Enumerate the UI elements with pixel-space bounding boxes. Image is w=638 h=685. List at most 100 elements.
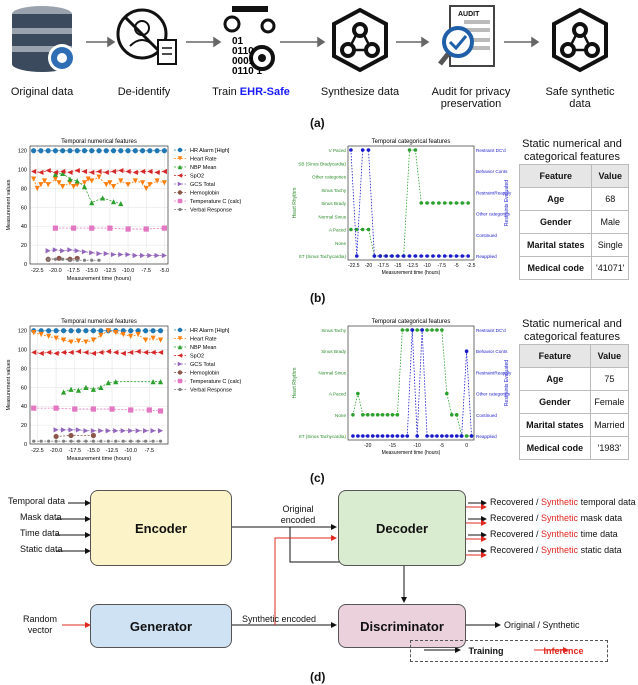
data-point	[445, 391, 449, 396]
data-point	[75, 348, 82, 355]
data-point	[46, 257, 50, 261]
series-line	[33, 330, 161, 343]
data-point	[356, 434, 360, 438]
y-tick-label: 40	[21, 224, 27, 230]
y-tick-label: None	[335, 241, 346, 246]
y2-tick-label: Reapplied	[476, 434, 497, 439]
data-point	[81, 148, 88, 154]
y-axis-label: Heart Rhythm	[292, 368, 298, 399]
data-point	[72, 406, 78, 412]
data-point	[98, 428, 104, 434]
data-point	[110, 251, 117, 258]
data-point	[177, 378, 183, 384]
data-point	[70, 225, 77, 231]
data-point	[415, 434, 419, 438]
y-tick-label: 80	[21, 186, 27, 192]
legend-entry: HR Alarm [High]	[190, 328, 230, 334]
data-point	[351, 434, 355, 438]
data-point	[157, 337, 164, 343]
data-point	[129, 439, 133, 443]
series-line	[352, 329, 472, 437]
data-point	[90, 406, 97, 412]
y-tick-label: 20	[21, 423, 27, 429]
data-point	[132, 252, 138, 259]
x-tick-label: -10	[414, 443, 421, 449]
y-tick-label: Normal Sinus	[318, 214, 346, 219]
data-point	[125, 226, 131, 232]
data-point	[143, 226, 149, 232]
data-point	[91, 439, 96, 443]
legend-entry: SpO2	[190, 174, 204, 180]
data-point	[90, 386, 97, 392]
plot-frame	[29, 325, 169, 445]
legend-entry: Heart Rate	[190, 337, 217, 343]
data-point	[60, 170, 66, 176]
y-tick-label: Sinus Brady	[321, 201, 346, 206]
table-c-value: '1983'	[589, 436, 630, 460]
series-line	[48, 257, 78, 260]
data-point	[70, 183, 77, 190]
data-point	[407, 148, 412, 152]
data-point	[81, 168, 88, 175]
legend-entry: Hemoglobin	[190, 371, 219, 377]
data-point	[89, 225, 95, 231]
data-point	[454, 201, 459, 205]
legend-entry: Verbal Response	[190, 388, 232, 394]
data-point	[90, 328, 97, 334]
data-point	[459, 434, 464, 438]
y-tick-label: A Paced	[329, 392, 347, 397]
data-point	[90, 258, 94, 262]
legend-entry: HR Alarm [High]	[190, 148, 230, 154]
data-point	[143, 337, 149, 343]
data-point	[83, 328, 89, 334]
data-point	[378, 254, 383, 258]
data-point	[425, 254, 429, 258]
data-point	[146, 407, 152, 413]
data-point	[464, 349, 469, 353]
chart-c-numerical: Temporal numerical features0204060801001…	[6, 319, 242, 462]
data-point	[150, 349, 156, 356]
y-tick-label: ST (Sinus Tachycardia)	[299, 434, 347, 439]
data-point	[114, 439, 118, 443]
data-point	[413, 148, 418, 152]
legend-entry: Temperature C (calc)	[190, 379, 242, 385]
data-point	[46, 333, 52, 339]
data-point	[177, 173, 183, 178]
table-b-key: Marital states	[518, 233, 593, 257]
data-point	[106, 439, 110, 443]
y-tick-label: 20	[21, 243, 27, 249]
data-point	[110, 183, 117, 190]
data-point	[61, 257, 65, 261]
data-point	[365, 413, 370, 417]
data-point	[75, 338, 82, 344]
data-point	[60, 337, 67, 343]
x-axis-label: Measurement time (hours)	[382, 450, 441, 456]
data-point	[31, 176, 37, 182]
data-point	[147, 182, 153, 188]
generator-box: Generator	[90, 604, 232, 648]
data-point	[45, 167, 51, 174]
data-point	[177, 164, 183, 170]
y-tick-label: A Paced	[329, 228, 347, 233]
legend-entry: GCS Total	[190, 182, 215, 188]
x-tick-label: -15	[389, 443, 396, 449]
data-point	[139, 168, 146, 175]
data-point	[440, 328, 444, 332]
table-b-key: Age	[518, 187, 593, 211]
data-point	[177, 156, 183, 161]
data-point	[118, 167, 124, 174]
x-tick-label: -5.0	[160, 268, 169, 274]
data-point	[52, 247, 59, 253]
data-point	[105, 428, 111, 434]
x-tick-label: -20	[364, 443, 371, 449]
data-point	[105, 328, 111, 334]
data-point	[90, 432, 97, 439]
x-tick-label: -20.0	[49, 268, 62, 274]
data-point	[68, 258, 72, 262]
data-point	[157, 349, 164, 356]
data-point	[75, 427, 82, 433]
data-point	[401, 254, 406, 258]
x-tick-label: -10.0	[124, 448, 137, 454]
data-point	[420, 328, 424, 332]
data-point	[177, 147, 183, 153]
